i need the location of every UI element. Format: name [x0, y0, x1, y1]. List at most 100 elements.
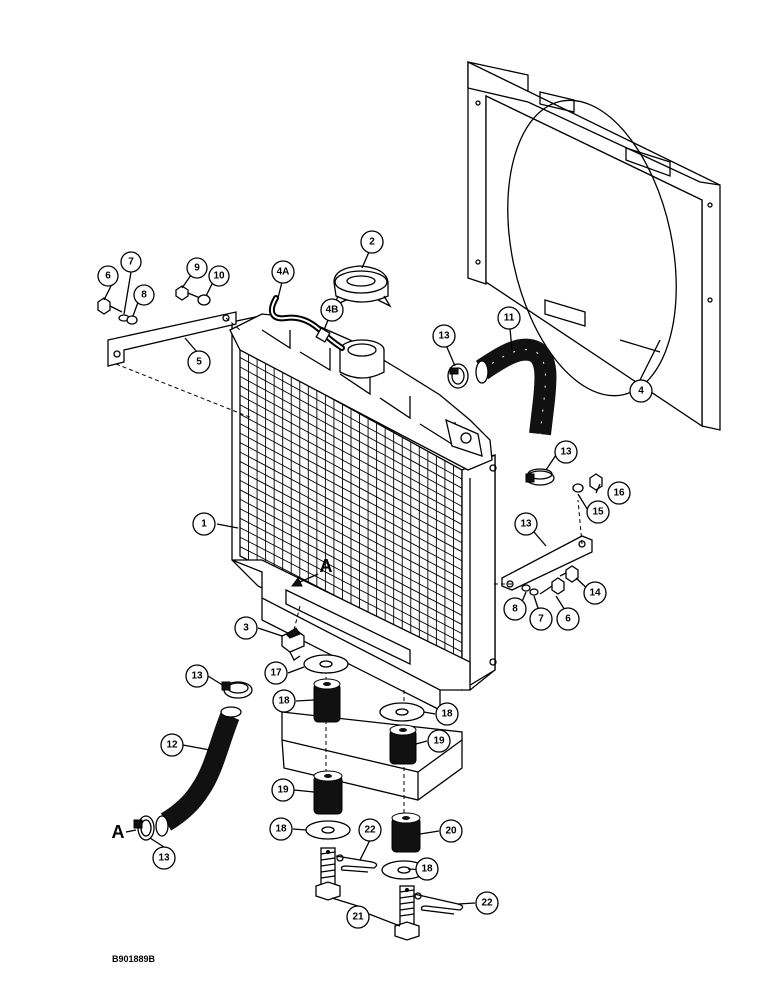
washer-top-right — [379, 702, 425, 722]
svg-text:5: 5 — [196, 357, 202, 368]
callout-20-right: 20 — [439, 819, 463, 843]
hair-pin-clip-lower — [413, 892, 464, 915]
tube-line — [239, 489, 463, 607]
view-arrow-a-hose: A — [112, 822, 137, 842]
hose-clamp-upper-left — [447, 363, 469, 389]
callout-4b: 4B — [320, 298, 344, 322]
svg-text:14: 14 — [589, 588, 601, 599]
filler-neck — [339, 339, 385, 379]
svg-text:17: 17 — [270, 668, 282, 679]
svg-text:15: 15 — [592, 507, 604, 518]
lower-radiator-hose — [155, 706, 242, 837]
callout-18-top-left: 17 — [264, 661, 288, 685]
callout-15: 14 — [583, 581, 607, 605]
left-support-bracket — [107, 311, 253, 419]
callout-14: 13 — [514, 512, 538, 536]
callout-22-lower: 22 — [475, 891, 499, 915]
callout-7-left: 7 — [120, 251, 142, 273]
svg-text:12: 12 — [166, 740, 178, 751]
callout-4a: 4A — [271, 260, 295, 284]
svg-text:16: 16 — [613, 488, 625, 499]
pin-right — [394, 885, 420, 941]
upper-radiator-hose — [475, 338, 557, 436]
svg-text:4B: 4B — [326, 305, 339, 316]
tube-line — [239, 536, 463, 653]
callout-21: 21 — [346, 905, 370, 929]
bushing-upper-right — [389, 724, 417, 765]
svg-text:7: 7 — [128, 257, 134, 268]
svg-text:4A: 4A — [277, 267, 290, 278]
svg-text:6: 6 — [105, 271, 111, 282]
callout-6-right: 6 — [556, 607, 580, 631]
svg-text:18: 18 — [441, 709, 453, 720]
washer-top-left — [303, 654, 349, 674]
leader-lines — [103, 251, 661, 927]
callout-layer: 2 4A 4B 6 7 8 9 10 5 11 13 4 13 16 15 13… — [97, 230, 653, 929]
svg-text:18: 18 — [278, 696, 290, 707]
callout-8-right: 8 — [503, 597, 527, 621]
right-bolt-hardware — [521, 473, 603, 596]
svg-text:11: 11 — [504, 313, 515, 324]
callout-13-upper-left: 13 — [432, 324, 456, 348]
callout-18-bottom-left: 18 — [269, 817, 293, 841]
svg-text:22: 22 — [481, 898, 493, 909]
bushing-upper-left — [313, 678, 341, 723]
callout-16: 15 — [586, 500, 610, 524]
callout-2: 2 — [360, 230, 384, 254]
callout-3: 3 — [234, 616, 258, 640]
overflow-hose — [268, 295, 345, 351]
callout-5: 5 — [187, 350, 211, 374]
svg-text:13: 13 — [158, 853, 170, 864]
tube-line — [239, 470, 463, 589]
callout-9: 9 — [186, 257, 208, 279]
svg-text:A: A — [112, 822, 125, 842]
callout-17: 16 — [607, 481, 631, 505]
pin-left — [315, 847, 341, 901]
svg-text:1: 1 — [201, 519, 207, 530]
tube-line — [239, 385, 463, 507]
tube-line — [239, 404, 463, 525]
svg-text:18: 18 — [275, 824, 287, 835]
tube-line — [239, 366, 463, 489]
callout-4: 4 — [629, 379, 653, 403]
svg-text:13: 13 — [191, 671, 203, 682]
tube-line — [239, 413, 463, 535]
bushing-lower-left — [313, 770, 343, 815]
svg-text:22: 22 — [364, 825, 376, 836]
svg-text:A: A — [320, 556, 333, 576]
svg-text:2: 2 — [369, 237, 375, 248]
left-bolt-hardware — [97, 285, 211, 325]
svg-text:3: 3 — [243, 623, 249, 634]
svg-text:9: 9 — [194, 263, 200, 274]
tube-line — [239, 517, 463, 635]
callout-10: 10 — [208, 265, 230, 287]
tube-line — [239, 442, 463, 562]
svg-text:19: 19 — [433, 736, 445, 747]
svg-text:8: 8 — [141, 290, 147, 301]
view-arrow-a-radiator: A — [291, 556, 333, 587]
radiator-fins — [239, 352, 463, 666]
tube-line — [239, 498, 463, 616]
callout-20-left: 19 — [271, 778, 295, 802]
figure-reference-code: B901889B — [112, 954, 156, 964]
svg-text:13: 13 — [438, 331, 450, 342]
callout-11: 11 — [497, 306, 521, 330]
svg-text:7: 7 — [538, 614, 544, 625]
callout-13-lower-top: 13 — [185, 664, 209, 688]
hair-pin-clip-upper — [335, 854, 378, 873]
washer-bottom-left — [305, 820, 351, 840]
svg-text:10: 10 — [213, 271, 225, 282]
radiator-cap — [332, 265, 392, 308]
radiator-core — [229, 313, 497, 711]
callout-22-upper: 22 — [358, 818, 382, 842]
tube-line — [239, 461, 463, 580]
svg-text:8: 8 — [512, 604, 518, 615]
tube-line — [239, 451, 463, 571]
tube-line — [239, 508, 463, 625]
svg-text:19: 19 — [277, 785, 289, 796]
callout-13-upper-right: 13 — [554, 440, 578, 464]
callout-19-left: 18 — [272, 689, 296, 713]
tube-line — [239, 357, 463, 480]
callout-8-left: 8 — [133, 284, 155, 306]
